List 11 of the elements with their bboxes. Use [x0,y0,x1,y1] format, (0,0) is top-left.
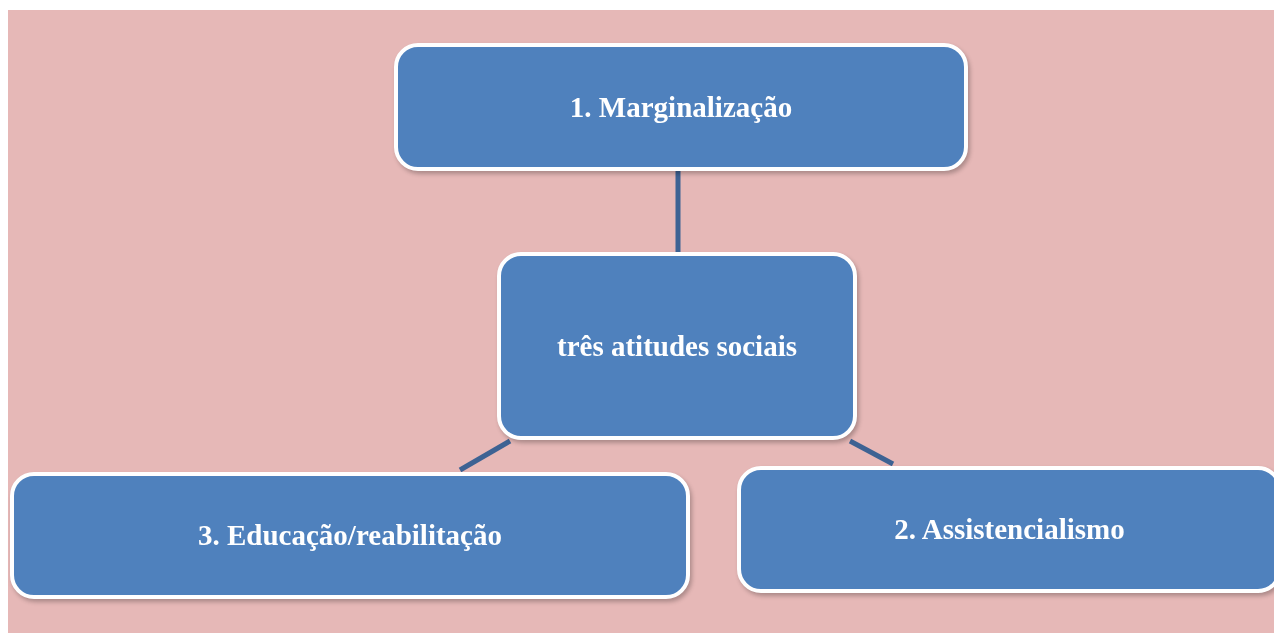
box-label: 1. Marginalização [568,90,794,124]
connector-line [458,438,512,473]
process-box [737,466,1274,593]
connector-line [848,438,895,467]
process-box [497,252,857,440]
box-label: três atitudes sociais [556,329,798,363]
process-box [10,472,690,599]
box-label: 2. Assistencialismo [893,513,1126,546]
connector-line [675,171,681,252]
process-box [394,43,968,171]
box-label: 3. Educação/reabilitação [197,519,503,552]
